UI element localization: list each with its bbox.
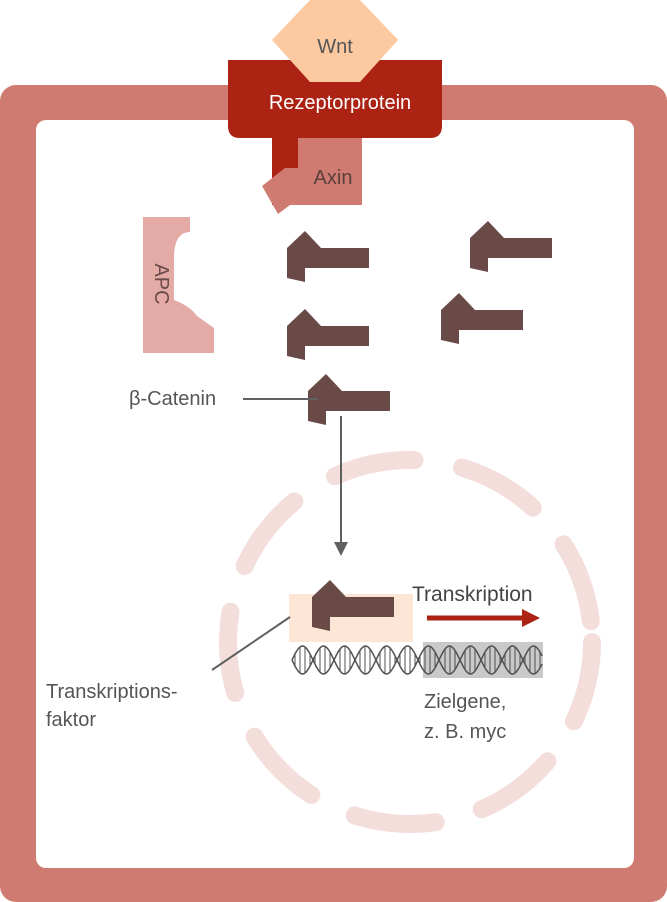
translocation-arrowhead [334, 542, 348, 556]
target-gene-label-line2: z. B. myc [424, 721, 506, 743]
wnt-label: Wnt [317, 36, 353, 58]
transcription-factor-pointer [211, 616, 291, 671]
apc-label: APC [150, 263, 172, 304]
nucleus-envelope [219, 451, 601, 833]
dna-helix [291, 645, 543, 675]
receptor-label: Rezeptorprotein [269, 92, 411, 114]
wnt-ligand [272, 0, 398, 82]
transcription-label: Transkription [412, 583, 533, 606]
transcription-arrowhead [522, 609, 540, 627]
receptor-protein [228, 60, 442, 205]
axin-shape [262, 138, 362, 214]
apc-shape [143, 217, 214, 353]
target-gene-label-line1: Zielgene, [424, 691, 506, 713]
beta-catenin-label: β-Catenin [129, 388, 216, 410]
transcription-factor-label-line2: faktor [46, 709, 96, 731]
axin-label: Axin [314, 167, 353, 189]
transcription-factor-label-line1: Transkriptions- [46, 681, 178, 703]
